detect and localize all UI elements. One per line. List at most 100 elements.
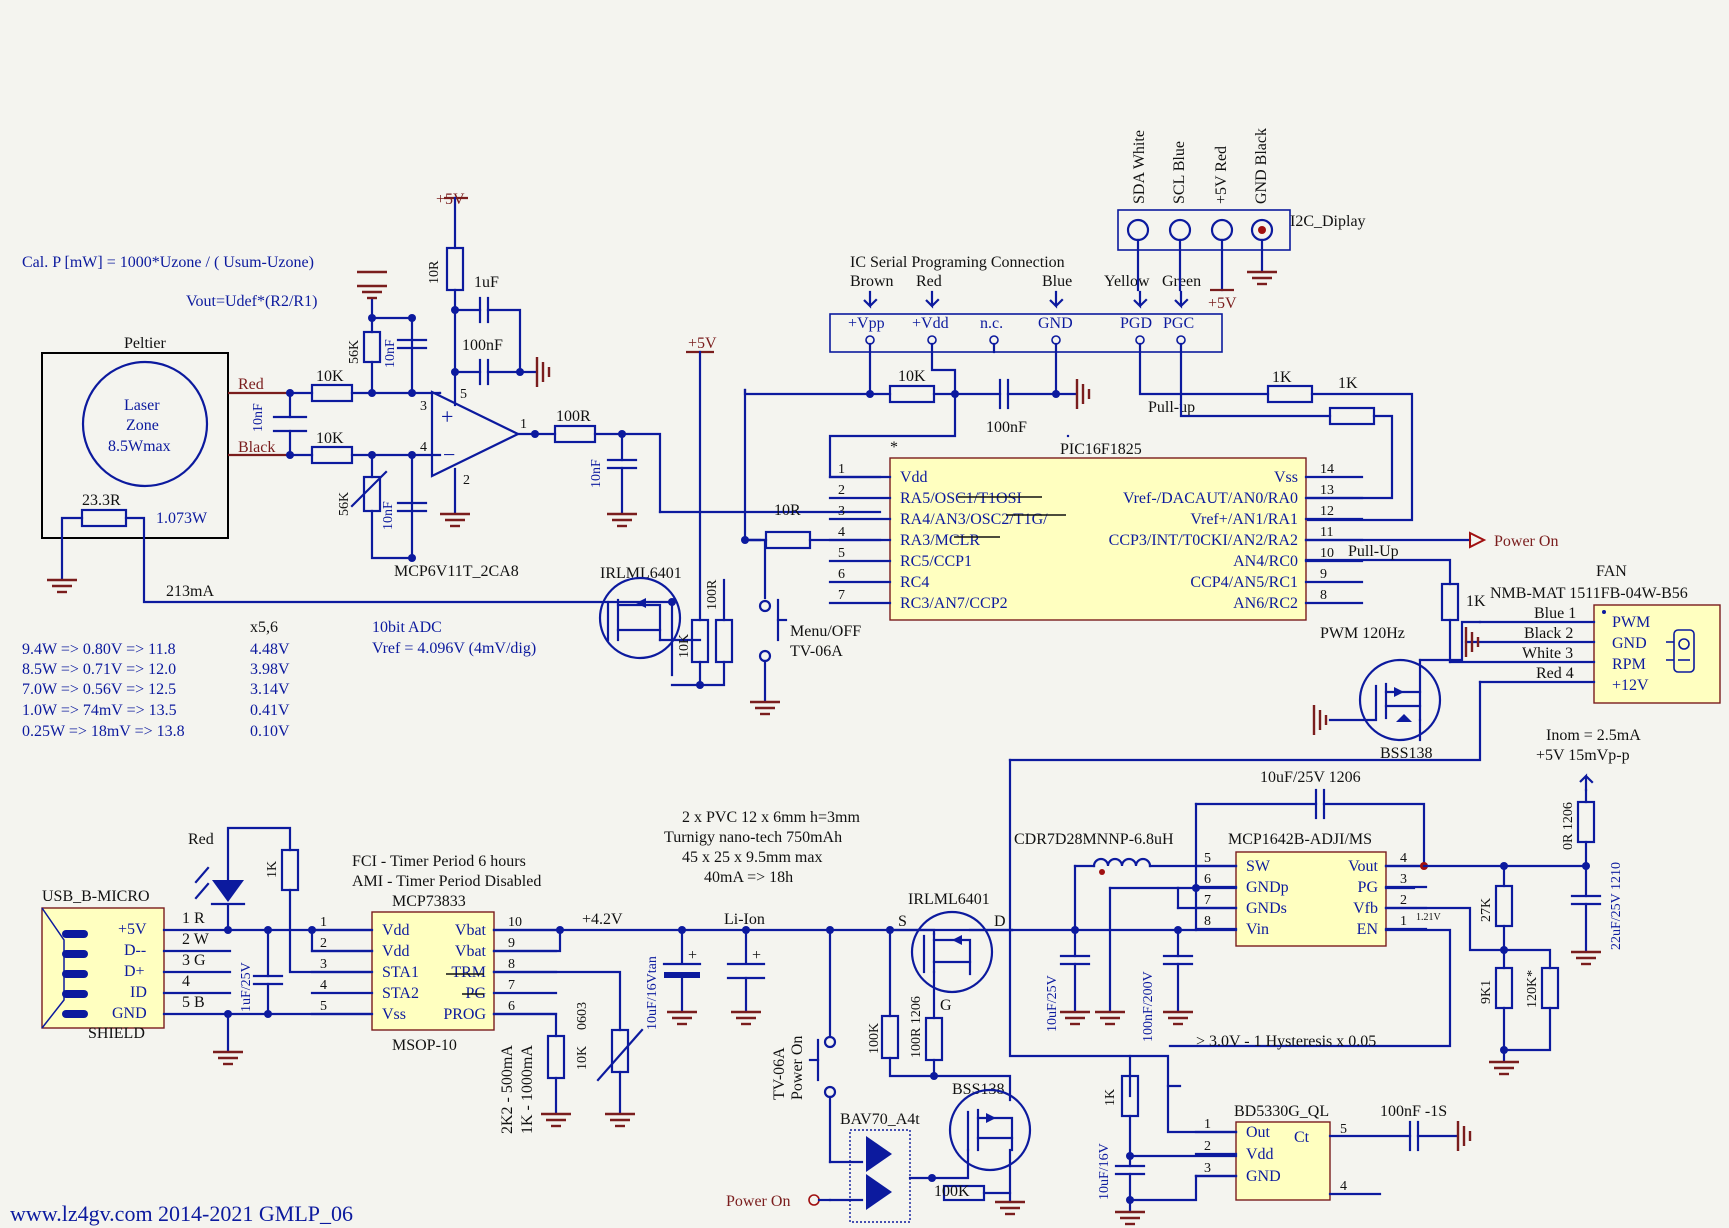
peltier-power-label: 1.073W <box>156 510 208 527</box>
c10nf-out-label: 10nF <box>589 459 604 488</box>
mid-vcc-label: +5V <box>688 335 717 352</box>
supervisor-left-pin-num: 2 <box>1204 1139 1211 1154</box>
r56k-bottom-label: 56K <box>337 492 352 516</box>
opamp-plus: + <box>441 404 453 429</box>
charger-right-pin-num: 8 <box>508 957 515 972</box>
icsp-pin-vdd: +Vdd <box>912 315 949 332</box>
charger-name: MCP73833 <box>392 893 466 910</box>
mcu-pin1-mark: * <box>890 439 898 456</box>
mcu-left-pin-num: 1 <box>838 462 845 477</box>
supervisor-cap10-label: 10uF/16V <box>1097 1143 1112 1200</box>
boost-left-pin-label: GNDp <box>1246 879 1289 896</box>
battery-line-2: Turnigy nano-tech 750mAh <box>664 829 842 846</box>
charger-left-pin-num: 2 <box>320 936 327 951</box>
boost-left-pin-num: 7 <box>1204 893 1211 908</box>
i2c-block: I2C_Diplay SDA White SCL Blue +5V Red GN… <box>1117 128 1366 312</box>
peltier-red-wire: Red <box>238 376 264 393</box>
fan-pin-gnd: GND <box>1612 635 1647 652</box>
icsp-title: IC Serial Programing Connection <box>850 254 1065 271</box>
adc-multiplier: x5,6 <box>250 619 278 636</box>
fan-r1k-label: 1K <box>1466 593 1486 610</box>
icsp-color-yellow: Yellow <box>1104 273 1150 290</box>
battery-line-4: 40mA => 18h <box>704 869 793 886</box>
i2c-pin-scl: SCL Blue <box>1171 141 1188 204</box>
icsp-pin-pgc: PGC <box>1163 315 1194 332</box>
boost-block: CDR7D28MNNP-6.8uH 10uF/25V 1206 MCP1642B… <box>1008 727 1641 1088</box>
mcu-left-pin-num: 4 <box>838 525 845 540</box>
trm-0603-label: 0603 <box>575 1002 590 1030</box>
pwm-label: PWM 120Hz <box>1320 625 1405 642</box>
icsp-pin-pgd: PGD <box>1120 315 1152 332</box>
mosfet-source: S <box>898 913 907 930</box>
mcu-right-pin-label: Vref-/DACAUT/AN0/RA0 <box>1123 490 1298 507</box>
icsp-pullup-label: Pull-up <box>1148 399 1195 416</box>
supervisor-pin5: 5 <box>1340 1122 1347 1137</box>
mcu-right-pin-num: 10 <box>1320 546 1334 561</box>
battery-line-1: 2 x PVC 12 x 6mm h=3mm <box>682 809 860 826</box>
mcu-right-pin-label: AN6/RC2 <box>1233 595 1298 612</box>
mcu-right-pin-label: CCP4/AN5/RC1 <box>1190 574 1298 591</box>
mcu-left-pin-label: Vdd <box>900 469 928 486</box>
boost-right-pin-num: 2 <box>1400 893 1407 908</box>
boost-cap-top-label: 10uF/25V 1206 <box>1260 769 1361 786</box>
usb-name: USB_B-MICRO <box>42 888 150 905</box>
adc-title: 10bit ADC <box>372 619 442 636</box>
charger-left-pin-label: Vdd <box>382 943 410 960</box>
boost-left-pin-num: 6 <box>1204 872 1211 887</box>
out-r0r-label: 0R 1206 <box>1561 802 1576 850</box>
hysteresis-label: > 3.0V - 1 Hysteresis x 0.05 <box>1196 1033 1376 1050</box>
mcu-left-pin-num: 5 <box>838 546 845 561</box>
charger-package: MSOP-10 <box>392 1037 457 1054</box>
charger-vout: +4.2V <box>582 911 623 928</box>
usb-pinnum-1: 1 R <box>182 910 205 927</box>
mcu-left-pin-num: 6 <box>838 567 845 582</box>
supervisor-ct: Ct <box>1294 1129 1310 1146</box>
r10k-bottom-label: 10K <box>316 430 344 447</box>
adc-row-2: 8.5W => 0.71V => 12.0 <box>22 661 176 678</box>
adc-row-3: 7.0W => 0.56V => 12.5 <box>22 681 176 698</box>
boost-right-pin-num: 4 <box>1400 851 1407 866</box>
supervisor-left-pin-label: Out <box>1246 1124 1271 1141</box>
peltier-block: Peltier Laser Zone 8.5Wmax Red Black 23.… <box>41 335 674 604</box>
r100r-out-label: 100R <box>556 408 591 425</box>
opamp-pin5: 5 <box>460 387 467 402</box>
power-on-in-label: Power On <box>726 1193 790 1210</box>
adc-row-5-v: 0.10V <box>250 723 290 740</box>
fan-block: FAN NMB-MAT 1511FB-04W-B56 PWM GND RPM +… <box>1008 563 1721 762</box>
supervisor-cap-label: 100nF -1S <box>1380 1103 1447 1120</box>
boost-right-pin-label: PG <box>1358 879 1379 896</box>
i2c-pin-gnd: GND Black <box>1253 128 1270 204</box>
fb-r27k-label: 27K <box>1479 898 1494 922</box>
mcu-left-pin-label: RA5/OSC1/T1OSI <box>900 490 1022 507</box>
usb-pinnum-4: 4 <box>182 973 190 990</box>
laser-zone-label-2: Zone <box>126 417 159 434</box>
boost-name: MCP1642B-ADJI/MS <box>1228 831 1372 848</box>
boost-right-pin-num: 3 <box>1400 872 1407 887</box>
charger-left-pin-label: Vss <box>382 1006 406 1023</box>
fan-wire-blue: Blue 1 <box>1534 605 1576 622</box>
charger-right-pin-num: 7 <box>508 978 515 993</box>
usb-pin-dp: D+ <box>124 963 145 980</box>
c10nf-top-label: 10nF <box>383 339 398 368</box>
amplifier-block: 10nF 10K 10K 56K 10nF 56K <box>251 191 882 580</box>
prog-note-1: 2K2 - 500mA <box>499 1045 516 1134</box>
charger-left-pin-num: 3 <box>320 957 327 972</box>
fb-r9k1-label: 9K1 <box>1479 980 1494 1004</box>
fan-wire-black: Black 2 <box>1524 625 1573 642</box>
mcu-left-pin-label: RA3/MCLR <box>900 532 980 549</box>
mid-mosfet-label: IRLML6401 <box>600 565 682 582</box>
charger-left-pin-label: STA2 <box>382 985 419 1002</box>
charger-right-pin-num: 10 <box>508 915 522 930</box>
charger-body <box>371 911 495 1031</box>
charger-left-pin-num: 1 <box>320 915 327 930</box>
boost-left-pin-num: 5 <box>1204 851 1211 866</box>
adc-row-4: 1.0W => 74mV => 13.5 <box>22 702 177 719</box>
usb-connector <box>41 907 165 1029</box>
supervisor-left-pin-num: 3 <box>1204 1161 1211 1176</box>
i2c-vcc-label: +5V <box>1208 295 1237 312</box>
icsp-color-blue: Blue <box>1042 273 1072 290</box>
charger-right-pin-num: 6 <box>508 999 515 1014</box>
icsp-pin-gnd: GND <box>1038 315 1073 332</box>
icsp-pin-vpp: +Vpp <box>848 315 885 332</box>
